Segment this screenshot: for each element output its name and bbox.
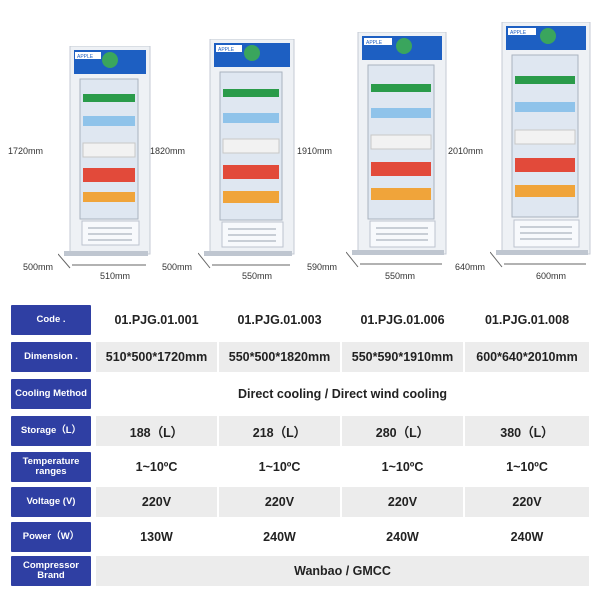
code-value: 01.PJG.01.006	[360, 313, 445, 327]
row-label-temperature: Temperature ranges	[11, 452, 91, 482]
temperature-value: 1~10ºC	[506, 460, 548, 474]
voltage-value: 220V	[465, 487, 589, 517]
brand-2: APPLE	[218, 47, 235, 53]
temperature-value: 1~10ºC	[258, 460, 301, 474]
spec-row-storage: Storage（L） 188（L） 218（L） 280（L） 380（L）	[0, 416, 600, 446]
power-value: 240W	[386, 530, 419, 544]
row-label-code: Code .	[11, 305, 91, 335]
dimension-value: 510*500*1720mm	[96, 342, 217, 372]
refrigerator-2: APPLE	[198, 39, 295, 269]
spec-row-cooling-method: Cooling Method Direct cooling / Direct w…	[0, 379, 600, 409]
voltage-value: 220V	[342, 487, 463, 517]
height-dimension-2: 1820mm	[150, 146, 186, 156]
height-dimension-1: 1720mm	[8, 146, 44, 156]
refrigerator-1: APPLE	[58, 46, 151, 269]
refrigerator-3: APPLE	[346, 32, 447, 268]
spec-table: Code . 01.PJG.01.001 01.PJG.01.003 01.PJ…	[0, 300, 600, 600]
width-dimension-1: 510mm	[100, 271, 131, 281]
width-dimension-3: 550mm	[385, 271, 416, 281]
depth-dimension-4: 640mm	[455, 262, 486, 272]
temperature-value: 1~10ºC	[381, 460, 424, 474]
spec-row-code: Code . 01.PJG.01.001 01.PJG.01.003 01.PJ…	[0, 305, 600, 335]
dimension-value: 550*500*1820mm	[219, 342, 340, 372]
height-dimension-3: 1910mm	[297, 146, 333, 156]
cooling-method-value: Direct cooling / Direct wind cooling	[237, 387, 448, 401]
storage-value: 380（L）	[465, 416, 589, 446]
compressor-brand-value: Wanbao / GMCC	[96, 556, 589, 586]
dimension-value: 600*640*2010mm	[465, 342, 589, 372]
storage-value: 188（L）	[96, 416, 217, 446]
depth-dimension-3: 590mm	[307, 262, 338, 272]
power-value: 240W	[263, 530, 296, 544]
spec-row-power: Power（W） 130W 240W 240W 240W	[0, 522, 600, 552]
code-value: 01.PJG.01.001	[114, 313, 199, 327]
row-label-compressor-brand: Compressor Brand	[11, 556, 91, 586]
code-value: 01.PJG.01.008	[484, 313, 570, 327]
brand-3: APPLE	[366, 40, 383, 46]
dimension-value: 550*590*1910mm	[342, 342, 463, 372]
height-dimension-4: 2010mm	[448, 146, 484, 156]
power-value: 240W	[510, 530, 544, 544]
power-value: 130W	[140, 530, 173, 544]
brand-4: APPLE	[510, 30, 527, 36]
spec-row-voltage: Voltage (V) 220V 220V 220V 220V	[0, 487, 600, 517]
storage-value: 218（L）	[219, 416, 340, 446]
voltage-value: 220V	[96, 487, 217, 517]
row-label-cooling-method: Cooling Method	[11, 379, 91, 409]
temperature-value: 1~10ºC	[135, 460, 178, 474]
storage-value: 280（L）	[342, 416, 463, 446]
depth-dimension-1: 500mm	[23, 262, 54, 272]
refrigerator-4: APPLE	[490, 22, 591, 268]
product-illustrations: 1720mm 500mm 510mm APPLE 1820mm 500mm 55…	[8, 22, 591, 281]
row-label-storage: Storage（L）	[11, 416, 91, 446]
code-value: 01.PJG.01.003	[237, 313, 322, 327]
brand-1: APPLE	[77, 54, 94, 60]
spec-row-compressor-brand: Compressor Brand Wanbao / GMCC	[0, 556, 600, 586]
voltage-value: 220V	[219, 487, 340, 517]
depth-dimension-2: 500mm	[162, 262, 193, 272]
width-dimension-4: 600mm	[536, 271, 567, 281]
row-label-voltage: Voltage (V)	[11, 487, 91, 517]
spec-row-dimension: Dimension . 510*500*1720mm 550*500*1820m…	[0, 342, 600, 372]
row-label-power: Power（W）	[11, 522, 91, 552]
row-label-dimension: Dimension .	[11, 342, 91, 372]
width-dimension-2: 550mm	[242, 271, 273, 281]
spec-row-temperature: Temperature ranges 1~10ºC 1~10ºC 1~10ºC …	[0, 452, 600, 482]
